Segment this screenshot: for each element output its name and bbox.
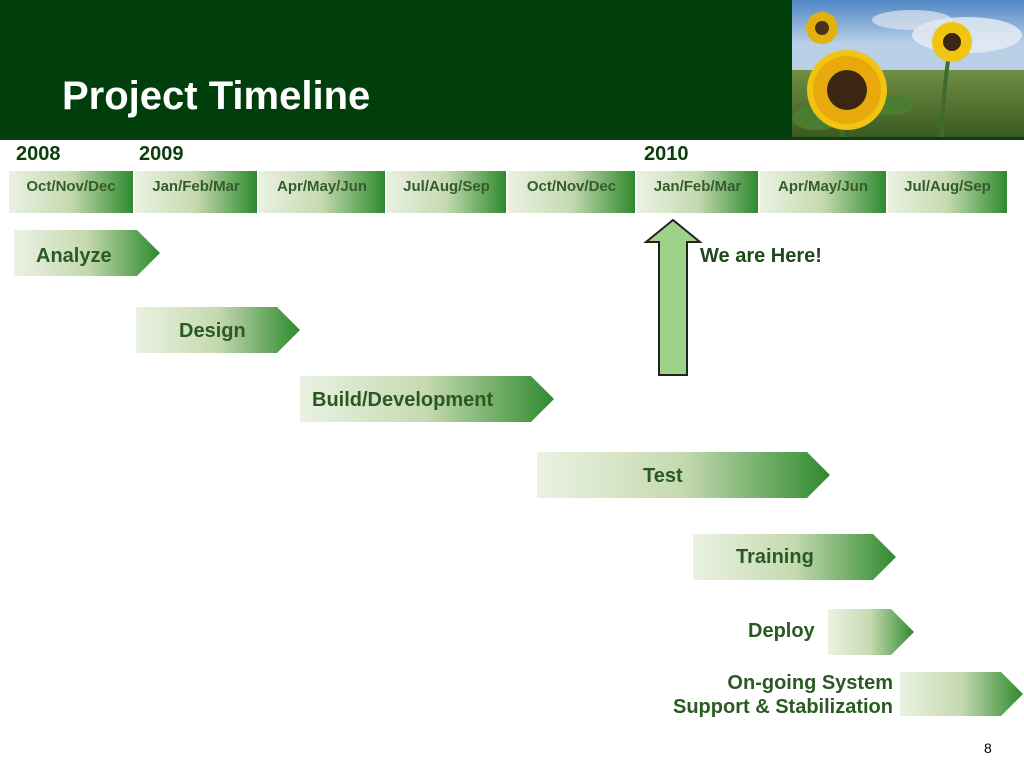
year-2010: 2010 — [644, 143, 689, 165]
quarter-cell: Jul/Aug/Sep — [888, 171, 1007, 213]
sunflower-large-icon — [807, 50, 887, 130]
phase-arrow-test — [537, 452, 830, 498]
phase-arrow-analyze — [14, 230, 160, 276]
phase-arrow-ongoing — [900, 672, 1023, 716]
phase-label-analyze: Analyze — [36, 245, 112, 267]
quarter-cell: Apr/May/Jun — [760, 171, 886, 213]
quarter-cell: Oct/Nov/Dec — [9, 171, 133, 213]
phase-arrow-design — [136, 307, 300, 353]
page-title: Project Timeline — [62, 74, 371, 118]
page-number: 8 — [984, 740, 992, 756]
sunflower-small-icon — [932, 22, 972, 62]
phase-label-build: Build/Development — [312, 389, 494, 411]
quarter-cell: Jul/Aug/Sep — [387, 171, 506, 213]
phase-arrow-training — [693, 534, 896, 580]
year-2008: 2008 — [16, 143, 61, 165]
year-2009: 2009 — [139, 143, 184, 165]
we-are-here-label: We are Here! — [700, 245, 822, 267]
quarter-cell: Jan/Feb/Mar — [637, 171, 758, 213]
quarter-cell: Oct/Nov/Dec — [508, 171, 635, 213]
sunflower-photo — [792, 0, 1024, 137]
phase-arrow-build — [300, 376, 554, 422]
phase-arrow-deploy — [828, 609, 914, 655]
quarter-cell: Apr/May/Jun — [259, 171, 385, 213]
sunflower-back-icon — [806, 12, 838, 44]
phase-label-deploy: Deploy — [748, 620, 815, 642]
phase-label-training: Training — [736, 546, 814, 568]
we-are-here-arrow-icon — [643, 218, 703, 376]
phase-label-test: Test — [643, 465, 683, 487]
quarter-cell: Jan/Feb/Mar — [135, 171, 257, 213]
phase-label-ongoing-line1: On-going System — [727, 672, 893, 694]
header-divider — [0, 137, 1024, 140]
phase-label-ongoing: On-going System Support & Stabilization — [600, 671, 893, 719]
phase-label-ongoing-line2: Support & Stabilization — [673, 696, 893, 718]
phase-label-design: Design — [179, 320, 246, 342]
